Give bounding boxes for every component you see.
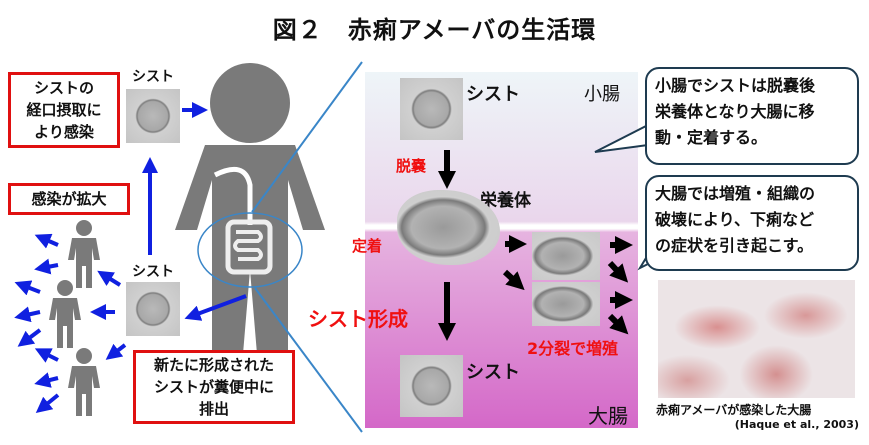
text-line: シストが糞便中に	[153, 378, 274, 396]
text-line: 破壊により、下痢など	[655, 210, 815, 229]
trophozoite-image	[397, 190, 500, 265]
text-line: 栄養体となり大腸に移	[655, 102, 815, 121]
photo-citation: (Haque et al., 2003)	[734, 418, 859, 431]
small-intestine-label: 小腸	[584, 84, 620, 105]
cyst-label: シスト	[466, 362, 520, 383]
spread-box: 感染が拡大	[8, 183, 130, 215]
excretion-box: 新たに形成されたシストが糞便中に排出	[133, 350, 295, 424]
attachment-label: 定着	[352, 237, 383, 255]
text-line: より感染	[34, 123, 94, 141]
large-intestine-label: 大腸	[588, 404, 628, 428]
text-line: 経口摂取に	[26, 101, 102, 119]
trophozoite-image	[532, 232, 600, 280]
person-icon	[49, 280, 81, 348]
cyst-image	[126, 89, 180, 143]
text-line: の症状を引き起こす。	[655, 236, 814, 255]
cyst-label: シスト	[132, 264, 174, 280]
photo-caption: 赤痢アメーバが感染した大腸	[656, 403, 812, 417]
cyst-image	[400, 355, 463, 417]
cyst-image	[126, 282, 180, 336]
cyst-image	[400, 78, 463, 140]
binary-fission-label: 2分裂で増殖	[527, 339, 619, 358]
trophozoite-image	[532, 282, 600, 326]
callout-small-intestine: 小腸でシストは脱嚢後栄養体となり大腸に移動・定着する。	[645, 67, 859, 165]
excystation-label: 脱嚢	[396, 157, 427, 175]
cyst-label: シスト	[132, 69, 174, 85]
person-icon	[68, 220, 100, 288]
infection-box: シストの経口摂取により感染	[8, 72, 120, 148]
text-line: 排出	[198, 400, 229, 418]
encystation-label: シスト形成	[308, 307, 408, 331]
text-line: 動・定着する。	[655, 128, 768, 147]
text-line: 小腸でシストは脱嚢後	[655, 76, 816, 95]
text-line: 大腸では増殖・組織の	[655, 184, 816, 203]
figure-title: 図２ 赤痢アメーバの生活環	[272, 16, 597, 44]
infected-colon-photo	[658, 280, 855, 398]
human-silhouette	[175, 63, 325, 390]
person-icon	[68, 348, 100, 416]
cyst-label: シスト	[466, 84, 520, 105]
callout-large-intestine: 大腸では増殖・組織の破壊により、下痢などの症状を引き起こす。	[645, 175, 859, 271]
intestine-highlight-ellipse	[197, 212, 303, 288]
text-line: 新たに形成された	[153, 356, 274, 374]
text-line: シストの	[33, 79, 94, 97]
blue-arrows	[14, 102, 247, 414]
trophozoite-label: 栄養体	[480, 191, 531, 211]
